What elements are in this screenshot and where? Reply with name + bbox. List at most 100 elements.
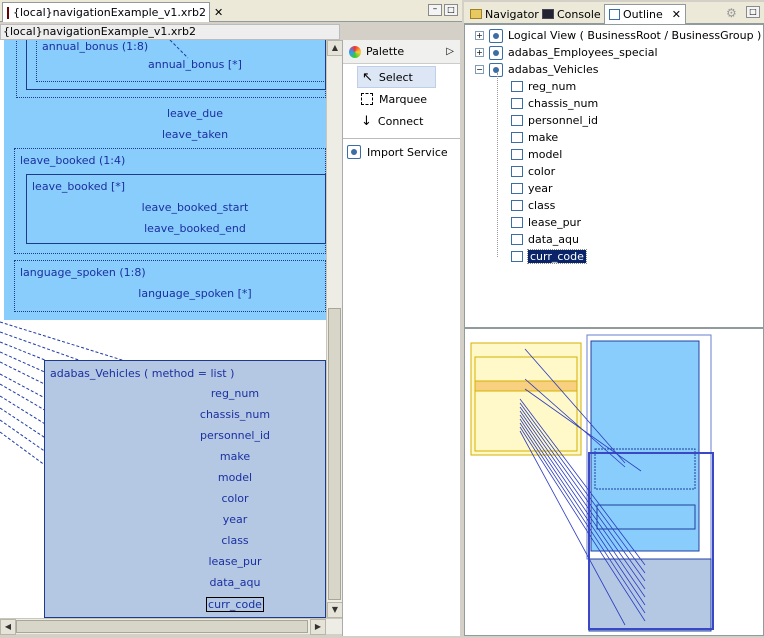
vehicle-field-year[interactable]: year [222,513,248,526]
tree-item-label: adabas_Employees_special [508,46,658,59]
palette-item-label: Marquee [379,92,428,106]
employee-group-block [4,40,326,320]
expand-icon[interactable]: + [475,48,484,57]
outline-tree[interactable]: + Logical View ( BusinessRoot / Business… [464,24,764,328]
tree-guide-line [497,73,498,257]
tree-item-label: model [528,148,563,161]
close-icon[interactable]: ✕ [213,6,224,19]
diagram-canvas[interactable]: annual_bonus (1:8) annual_bonus [*] leav… [0,40,340,618]
vehicle-field-model[interactable]: model [217,471,253,484]
language-group [14,260,326,312]
tree-field-curr_code[interactable]: curr_code [511,248,587,265]
tree-field-model[interactable]: model [511,146,562,163]
annual-bonus-inner [36,40,326,82]
tree-item-logical-view[interactable]: + Logical View ( BusinessRoot / Business… [475,27,761,44]
scroll-down-button[interactable]: ▼ [327,602,343,618]
tab-console[interactable]: Console [538,4,605,24]
tab-label: Console [557,7,601,21]
vehicle-field-class[interactable]: class [221,534,249,547]
scroll-right-button[interactable]: ▶ [310,619,326,635]
tree-item-label: lease_pur [528,216,582,229]
tree-item-label: color [528,165,556,178]
marquee-icon [361,93,373,105]
view-tabbar: Navigator Console Outline ✕ ⚙ □ [464,2,764,24]
tree-item-employees[interactable]: + adabas_Employees_special [475,44,658,61]
scroll-left-button[interactable]: ◀ [0,619,16,635]
vehicle-field-make[interactable]: make [219,450,251,463]
maximize-button[interactable]: □ [444,4,458,16]
vehicle-field-curr_code[interactable]: curr_code [206,597,264,612]
tree-item-vehicles[interactable]: − adabas_Vehicles [475,61,599,78]
minimize-view-button[interactable]: □ [746,6,760,18]
xrb-file-icon [7,6,9,19]
tab-outline[interactable]: Outline ✕ [604,4,687,24]
tree-field-personnel_id[interactable]: personnel_id [511,112,598,129]
expand-icon[interactable]: + [475,31,484,40]
tree-field-data_aqu[interactable]: data_aqu [511,231,579,248]
field-icon [511,166,523,177]
overview-thumbnail [470,334,714,632]
cursor-arrow-icon: ↖ [362,69,373,85]
palette-item-select[interactable]: ↖ Select [357,66,436,88]
field-icon [511,234,523,245]
palette-item-label: Connect [377,114,424,128]
palette-item-label: Import Service [367,145,448,159]
vehicle-field-color[interactable]: color [221,492,249,505]
vehicle-field-personnel_id[interactable]: personnel_id [199,429,271,442]
tab-label: Outline [623,8,663,21]
leave-booked-inner-label: leave_booked [*] [32,180,126,193]
minimize-button[interactable]: – [428,4,442,16]
vehicles-entity-title: adabas_Vehicles ( method = list ) [50,367,235,380]
language-field: language_spoken [*] [138,287,252,300]
tree-field-chassis_num[interactable]: chassis_num [511,95,598,112]
collapse-icon[interactable]: − [475,65,484,74]
field-icon [511,251,523,262]
tree-field-class[interactable]: class [511,197,555,214]
leave-taken-field: leave_taken [161,128,229,141]
editor-tab-title: {local}navigationExample_v1.xrb2 [13,6,206,19]
vehicle-field-data_aqu[interactable]: data_aqu [209,576,261,589]
tree-field-color[interactable]: color [511,163,555,180]
tree-item-label: personnel_id [528,114,599,127]
vehicle-field-chassis_num[interactable]: chassis_num [199,408,271,421]
field-icon [511,217,523,228]
field-icon [511,132,523,143]
scroll-thumb[interactable] [328,308,341,600]
tab-navigator[interactable]: Navigator [466,4,543,24]
leave-booked-inner [26,174,326,244]
tree-field-year[interactable]: year [511,180,553,197]
tree-item-label: adabas_Vehicles [508,63,599,76]
close-icon[interactable]: ✕ [671,8,682,21]
vehicle-field-reg_num[interactable]: reg_num [210,387,260,400]
vehicles-entity[interactable] [44,360,326,618]
node-icon [489,62,503,77]
overview-panel[interactable] [464,328,764,636]
node-icon [489,28,503,43]
palette-item-connect[interactable]: ↓ Connect [343,110,460,132]
annual-bonus-field: annual_bonus [*] [148,58,242,71]
scroll-h-thumb[interactable] [16,620,308,633]
tree-item-label: reg_num [528,80,577,93]
palette-item-import-service[interactable]: Import Service [343,141,460,163]
tab-label: Navigator [485,7,539,21]
folder-icon [470,9,482,19]
palette-header[interactable]: Palette ▷ [343,40,460,64]
tree-field-make[interactable]: make [511,129,558,146]
scroll-up-button[interactable]: ▲ [327,40,343,56]
tree-field-reg_num[interactable]: reg_num [511,78,576,95]
vehicle-field-lease_pur[interactable]: lease_pur [208,555,262,568]
field-icon [511,115,523,126]
collapse-arrow-icon[interactable]: ▷ [446,46,454,57]
vertical-scrollbar[interactable]: ▲ ▼ [326,40,343,618]
leave-booked-start-field: leave_booked_start [141,201,249,214]
field-icon [511,81,523,92]
palette-item-marquee[interactable]: Marquee [343,88,460,110]
field-icon [511,200,523,211]
leave-due-field: leave_due [166,107,224,120]
console-icon [542,9,554,19]
palette-item-label: Select [378,70,413,84]
view-menu-icon[interactable]: ⚙ [726,6,737,20]
horizontal-scrollbar[interactable]: ◀ ▶ [0,618,342,635]
tree-field-lease_pur[interactable]: lease_pur [511,214,581,231]
editor-tab[interactable]: {local}navigationExample_v1.xrb2 ✕ [2,2,223,22]
